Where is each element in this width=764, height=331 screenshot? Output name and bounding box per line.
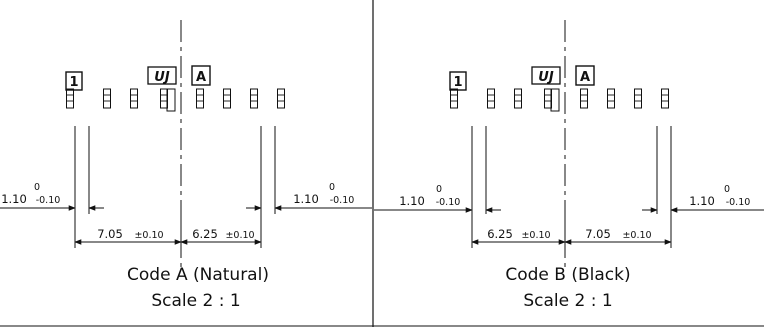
pin1-label-b: 1 <box>453 75 462 90</box>
caption-code-b: Code B (Black) <box>505 265 630 285</box>
pin1-marker-b <box>449 71 467 91</box>
connector-drawing-a <box>66 88 285 112</box>
dim-left-tol-lower-a: -0.10 <box>36 195 61 206</box>
code-letter-box-b <box>575 65 595 86</box>
dim-right-value-a: 1.10 <box>293 192 319 206</box>
dim-right-tol-lower-a: -0.10 <box>330 195 355 206</box>
logo-box-b <box>531 66 561 85</box>
pin1-label-a: 1 <box>69 75 78 90</box>
dim-span-right-tol-a: ±0.10 <box>225 230 254 241</box>
dim-span-left-tol-a: ±0.10 <box>134 230 163 241</box>
panel-a-overlays: 1 UJ A 0 1.10 -0.10 0 1.10 -0.10 7.05 <box>0 20 372 311</box>
dim-right-tol-upper-a: 0 <box>329 182 335 193</box>
panel-code-b <box>450 88 669 112</box>
code-letter-a: A <box>196 70 206 85</box>
dim-span-right-value-a: 6.25 <box>192 227 218 241</box>
logo-b: UJ <box>538 70 554 85</box>
code-letter-box-a <box>191 65 211 86</box>
logo-box-a <box>147 66 177 85</box>
dim-span-left-tol-b: ±0.10 <box>521 230 550 241</box>
dim-right-tol-lower-b: -0.10 <box>726 197 751 208</box>
panel-code-a <box>66 88 285 112</box>
logo-a: UJ <box>154 70 170 85</box>
dim-span-right-tol-b: ±0.10 <box>622 230 651 241</box>
dim-left-tol-upper-a: 0 <box>34 182 40 193</box>
dim-left-value-b: 1.10 <box>399 194 425 208</box>
pin1-marker-a <box>65 71 83 91</box>
dim-span-right-value-b: 7.05 <box>585 227 611 241</box>
connector-drawing-b <box>450 88 669 112</box>
dim-left-value-a: 1.10 <box>1 192 27 206</box>
caption-scale-a: Scale 2 : 1 <box>151 291 240 311</box>
dim-span-left-value-b: 6.25 <box>487 227 513 241</box>
caption-scale-b: Scale 2 : 1 <box>523 291 612 311</box>
caption-code-a: Code A (Natural) <box>127 265 269 285</box>
panel-b-overlays: 1 UJ A 0 1.10 -0.10 0 1.10 -0.10 6.25 ±0… <box>374 20 764 311</box>
code-letter-b: A <box>580 70 590 85</box>
dim-left-tol-lower-b: -0.10 <box>436 197 461 208</box>
dim-right-value-b: 1.10 <box>689 194 715 208</box>
dim-right-tol-upper-b: 0 <box>724 184 730 195</box>
dim-span-left-value-a: 7.05 <box>97 227 123 241</box>
dim-left-tol-upper-b: 0 <box>436 184 442 195</box>
